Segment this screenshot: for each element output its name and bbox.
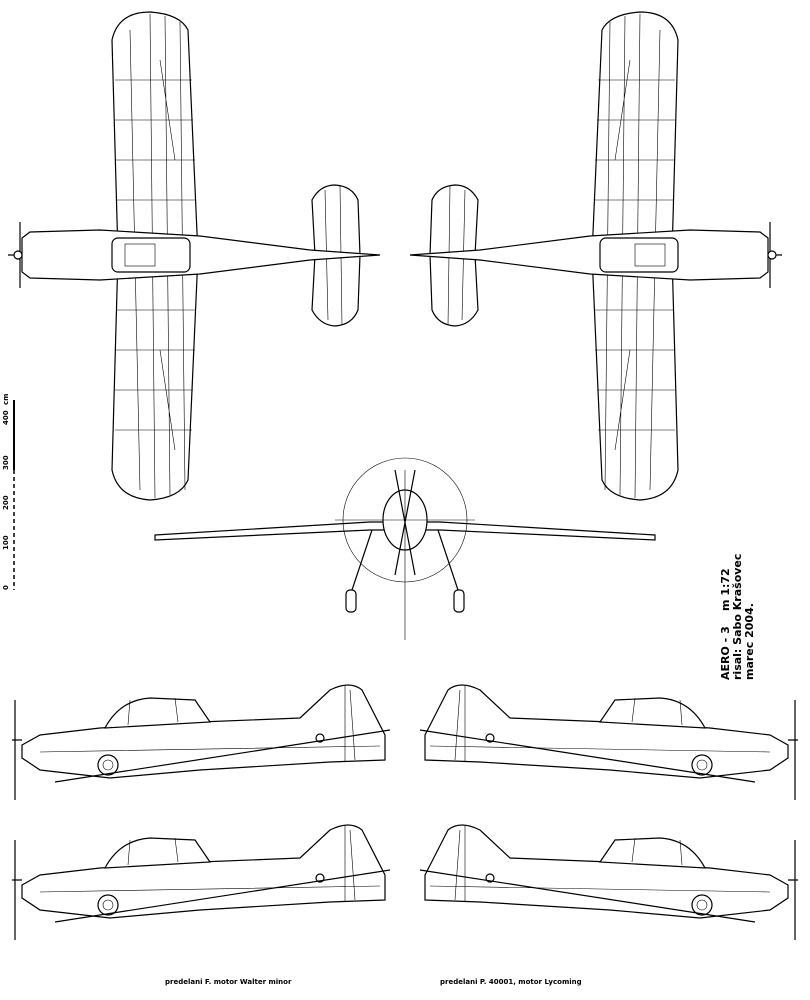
caption-right: predelani P. 40001, motor Lycoming xyxy=(440,978,582,986)
side-view-left-1 xyxy=(11,684,391,801)
front-view xyxy=(154,457,656,640)
top-view-upper xyxy=(7,11,381,501)
scale-tick: 200 xyxy=(2,495,10,510)
caption-left: predelani F. motor Walter minor xyxy=(165,978,292,986)
title-block: AERO - 3 m 1:72 risal: Sabo Krašovec mar… xyxy=(719,554,756,680)
scale-tick: 400 xyxy=(2,410,10,425)
scale-tick: 100 xyxy=(2,535,10,550)
scale-tick: 0 xyxy=(2,585,10,590)
scale-unit: cm xyxy=(2,393,10,405)
scale-tick: 300 xyxy=(2,455,10,470)
top-view-lower xyxy=(409,11,783,501)
side-view-right-1 xyxy=(419,684,799,801)
date-line: marec 2004. xyxy=(743,603,756,680)
side-view-right-2 xyxy=(419,824,799,941)
side-view-left-2 xyxy=(11,824,391,941)
